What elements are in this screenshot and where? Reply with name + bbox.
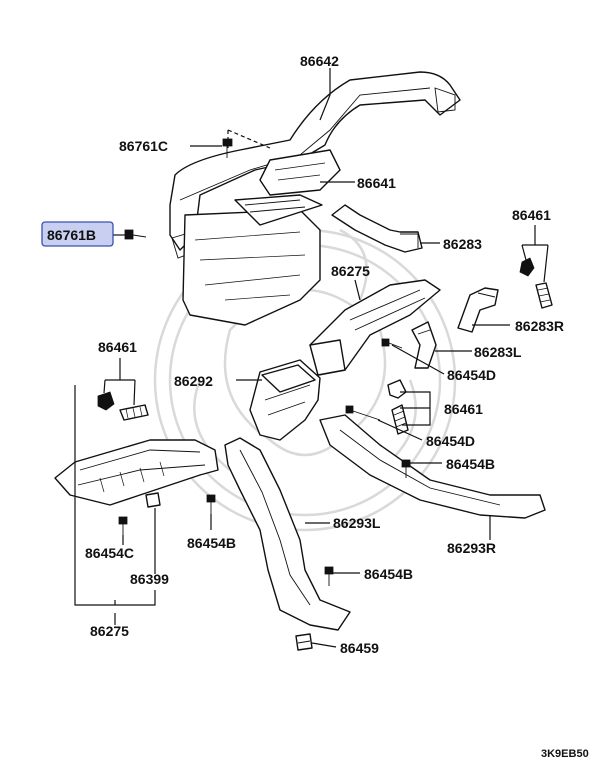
part-86454B-screw-lower[interactable] <box>324 566 334 586</box>
callout-86642[interactable]: 86642 <box>300 53 339 69</box>
part-86642-duct[interactable] <box>169 71 461 259</box>
callout-86459[interactable]: 86459 <box>340 640 379 656</box>
callout-86283L[interactable]: 86283L <box>474 344 522 360</box>
part-86293R-duct[interactable] <box>319 414 546 519</box>
callout-86461-left[interactable]: 86461 <box>98 339 137 355</box>
part-86292-vent[interactable] <box>249 359 321 441</box>
callout-86761B[interactable]: 86761B <box>47 227 96 243</box>
callout-86283R[interactable]: 86283R <box>515 318 564 334</box>
callout-86761C[interactable]: 86761C <box>119 138 168 154</box>
figure-code: 3K9EB50 <box>541 748 589 760</box>
callout-86399[interactable]: 86399 <box>130 571 169 587</box>
callout-86454B-1[interactable]: 86454B <box>446 456 495 472</box>
part-86761B-screw[interactable] <box>124 229 147 240</box>
part-86283-duct[interactable] <box>331 204 423 253</box>
part-86293L-duct[interactable] <box>224 437 351 631</box>
callout-86454B-3[interactable]: 86454B <box>364 566 413 582</box>
part-86761C-screw[interactable] <box>222 138 233 158</box>
callout-86454D-1[interactable]: 86454D <box>447 367 496 383</box>
callout-86283[interactable]: 86283 <box>443 236 482 252</box>
callout-86454D-2[interactable]: 86454D <box>426 433 475 449</box>
leader-lines <box>74 68 549 648</box>
callout-86293R[interactable]: 86293R <box>447 540 496 556</box>
part-86275-duct-upper[interactable] <box>309 279 441 376</box>
part-86454D-screw-upper[interactable] <box>381 338 403 349</box>
callout-86454B-2[interactable]: 86454B <box>187 535 236 551</box>
callout-86454C[interactable]: 86454C <box>85 545 134 561</box>
part-86461-clip-middle[interactable] <box>387 379 409 435</box>
part-86454C-screw[interactable] <box>118 516 128 535</box>
part-86283R-duct[interactable] <box>457 287 499 333</box>
part-86454B-screw-left[interactable] <box>206 494 216 514</box>
callout-86275-top[interactable]: 86275 <box>331 263 370 279</box>
part-86461-clip-left[interactable] <box>97 391 149 421</box>
callout-86293L[interactable]: 86293L <box>333 515 381 531</box>
callout-86641[interactable]: 86641 <box>357 175 396 191</box>
callout-86275-bottom[interactable]: 86275 <box>90 623 129 639</box>
part-86283L-duct[interactable] <box>411 321 437 369</box>
callout-labels: 86642 86761C 86641 86761B 86461 86283 86… <box>47 53 589 760</box>
callout-86461-top[interactable]: 86461 <box>512 207 551 223</box>
part-86459-clip[interactable] <box>295 633 313 651</box>
callout-86461-mid[interactable]: 86461 <box>444 401 483 417</box>
part-86275-duct-lower[interactable] <box>54 439 219 506</box>
part-86399-clip[interactable] <box>145 492 161 508</box>
highlight-box-86761B <box>41 221 114 247</box>
callout-86292[interactable]: 86292 <box>174 373 213 389</box>
part-86461-clip-upper[interactable] <box>519 257 553 309</box>
part-86641-housing[interactable] <box>182 149 341 326</box>
part-86454D-screw-lower[interactable] <box>345 405 381 421</box>
